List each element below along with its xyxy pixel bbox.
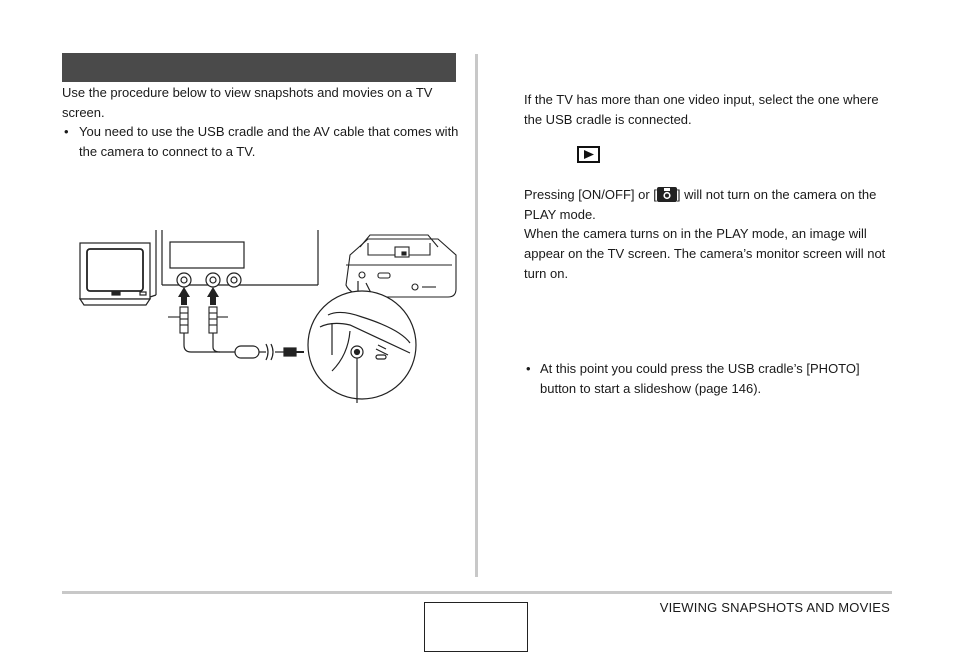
tv-connection-diagram xyxy=(78,230,457,403)
tv-input-panel xyxy=(149,230,319,298)
play-mode-display-note: When the camera turns on in the PLAY mod… xyxy=(524,226,886,281)
video-input-note: If the TV has more than one video input,… xyxy=(524,92,879,127)
slideshow-tip: At this point you could press the USB cr… xyxy=(540,361,860,396)
usb-cradle-illustration xyxy=(345,234,457,298)
page-number-box xyxy=(424,602,528,652)
intro-text: Use the procedure below to view snapshot… xyxy=(62,85,433,120)
footer-rule xyxy=(62,591,892,594)
av-cable xyxy=(183,333,304,361)
av-cable-plugs xyxy=(168,306,228,334)
connection-arrows xyxy=(178,287,219,305)
bullet-dot: • xyxy=(526,361,531,376)
power-button-note: Pressing [ON/OFF] or [] will not turn on… xyxy=(524,185,894,225)
column-divider xyxy=(475,54,478,577)
camera-icon xyxy=(656,187,677,202)
bullet-dot: • xyxy=(64,124,69,139)
play-mode-icon xyxy=(577,146,600,163)
power-note-start: Pressing [ON/OFF] or [ xyxy=(524,187,657,202)
cable-requirement-note: You need to use the USB cradle and the A… xyxy=(79,124,459,159)
av-port-closeup xyxy=(307,281,417,403)
section-header-bar xyxy=(62,53,456,82)
power-note-end: ] will not turn on the camera on the PLA… xyxy=(524,187,877,222)
footer-section-title: VIEWING SNAPSHOTS AND MOVIES xyxy=(659,600,890,615)
tv-illustration xyxy=(78,242,152,306)
